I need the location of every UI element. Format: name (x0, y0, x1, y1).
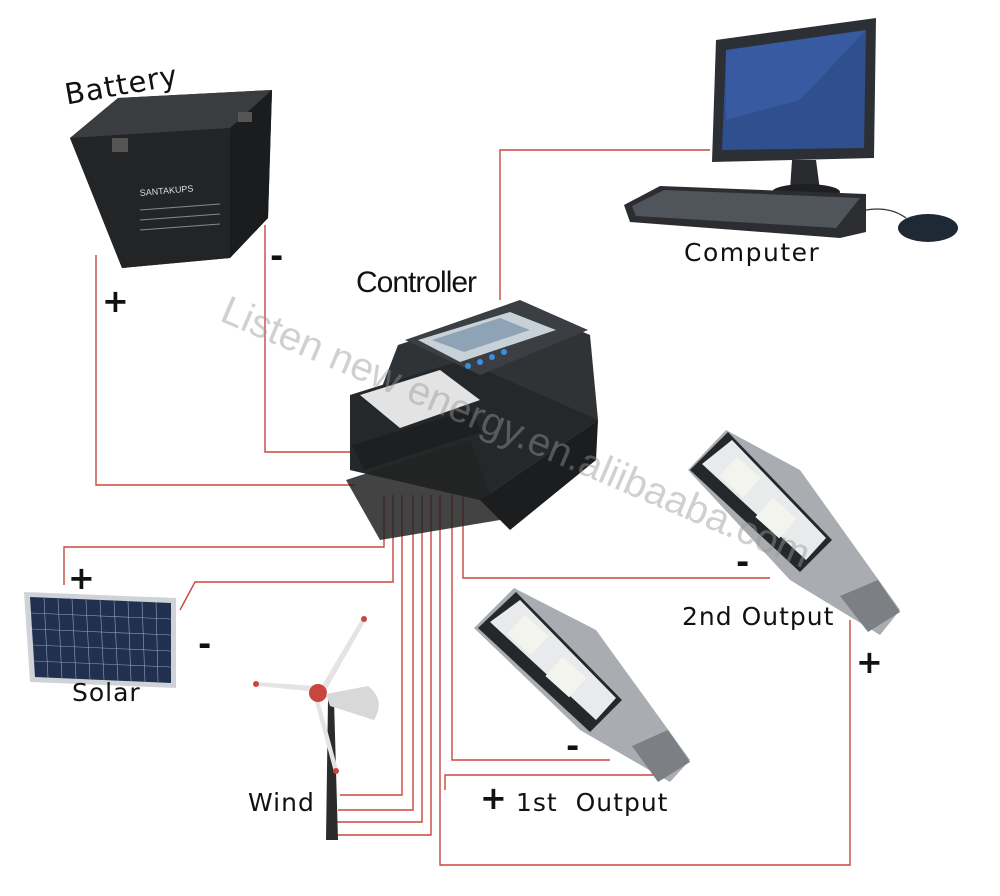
controller-label: Controller (356, 266, 476, 300)
computer-label: Computer (684, 238, 820, 267)
wind-label: Wind (248, 788, 315, 817)
battery-plus-sign: + (102, 285, 129, 317)
solar-label: Solar (72, 678, 141, 707)
wire-solar-minus (180, 495, 393, 610)
solar-minus-sign: - (198, 628, 211, 660)
output1-minus-sign: - (566, 730, 579, 762)
output1-label: 1st Output (516, 788, 668, 817)
solar-panel-image (24, 592, 176, 688)
street-lamp-1-image (474, 588, 690, 782)
battery-minus-sign: - (270, 240, 283, 272)
wire-solar-plus (64, 495, 384, 585)
battery-image: SANTAKUPS (70, 90, 272, 268)
output2-plus-sign: + (856, 646, 883, 678)
wire-wind-3 (336, 495, 422, 822)
solar-plus-sign: + (68, 562, 95, 594)
output2-label: 2nd Output (682, 602, 834, 631)
output1-plus-sign: + (480, 782, 507, 814)
computer-image (624, 18, 958, 242)
output2-minus-sign: - (736, 546, 749, 578)
